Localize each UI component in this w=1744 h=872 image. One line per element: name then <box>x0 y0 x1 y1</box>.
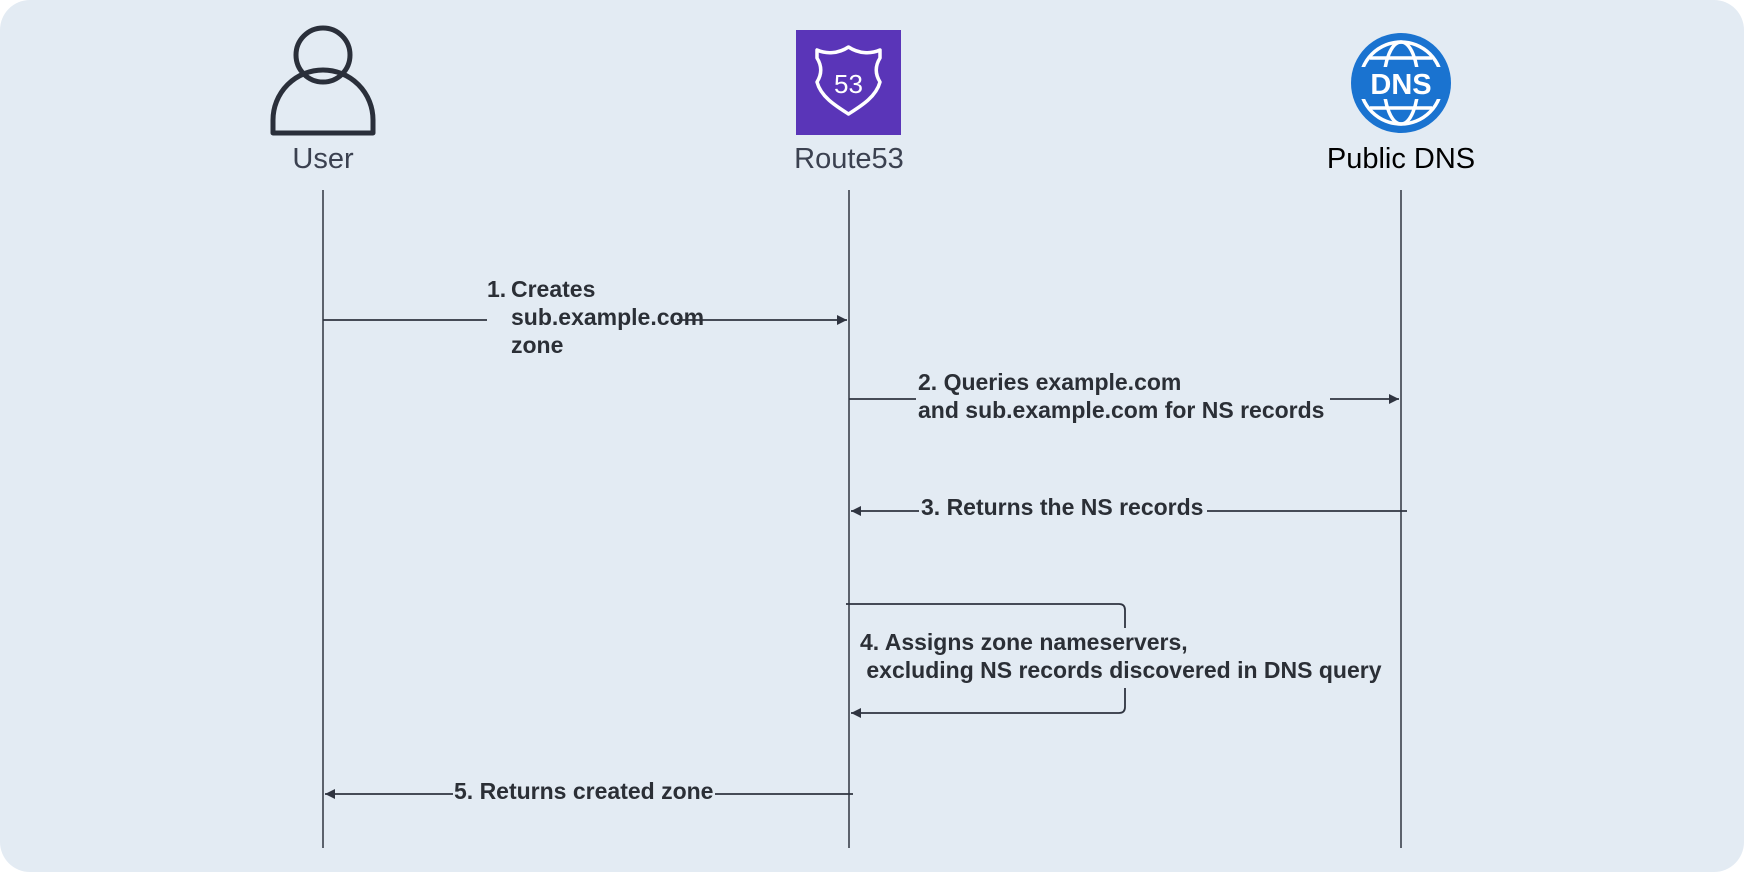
message-4-text: 4. Assigns zone nameservers, excluding N… <box>860 629 1382 683</box>
dns-badge-text: DNS <box>1370 69 1431 101</box>
message-2-text: 2. Queries example.com and sub.example.c… <box>918 369 1325 423</box>
user-label: User <box>292 143 354 175</box>
message-5-text: 5. Returns created zone <box>454 778 714 804</box>
route53-shield-icon: 53 <box>796 30 901 135</box>
public-dns-label: Public DNS <box>1326 143 1476 175</box>
route53-badge-text: 53 <box>834 69 863 99</box>
message-1-text: Creates sub.example.com zone <box>511 276 705 358</box>
dns-globe-icon: DNS <box>1351 33 1451 133</box>
message-1-number: 1. <box>487 276 507 302</box>
route53-label: Route53 <box>794 143 904 175</box>
message-3-text: 3. Returns the NS records <box>921 494 1204 520</box>
user-icon <box>270 25 376 136</box>
